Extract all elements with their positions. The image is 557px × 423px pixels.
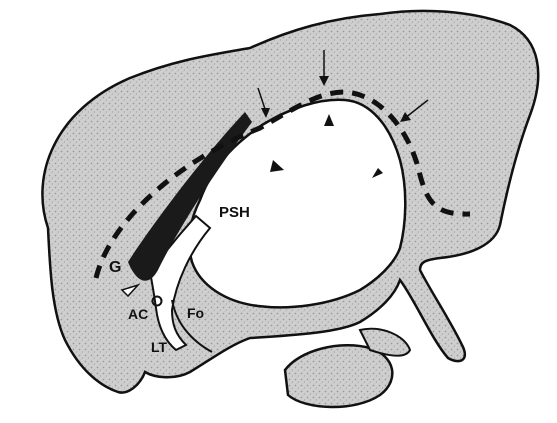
- label-ac: AC: [128, 306, 148, 322]
- inferior-fragment: [285, 345, 392, 407]
- label-fo: Fo: [187, 305, 204, 321]
- label-g: G: [109, 259, 121, 276]
- label-psh: PSH: [219, 204, 250, 221]
- label-lt: LT: [151, 339, 168, 355]
